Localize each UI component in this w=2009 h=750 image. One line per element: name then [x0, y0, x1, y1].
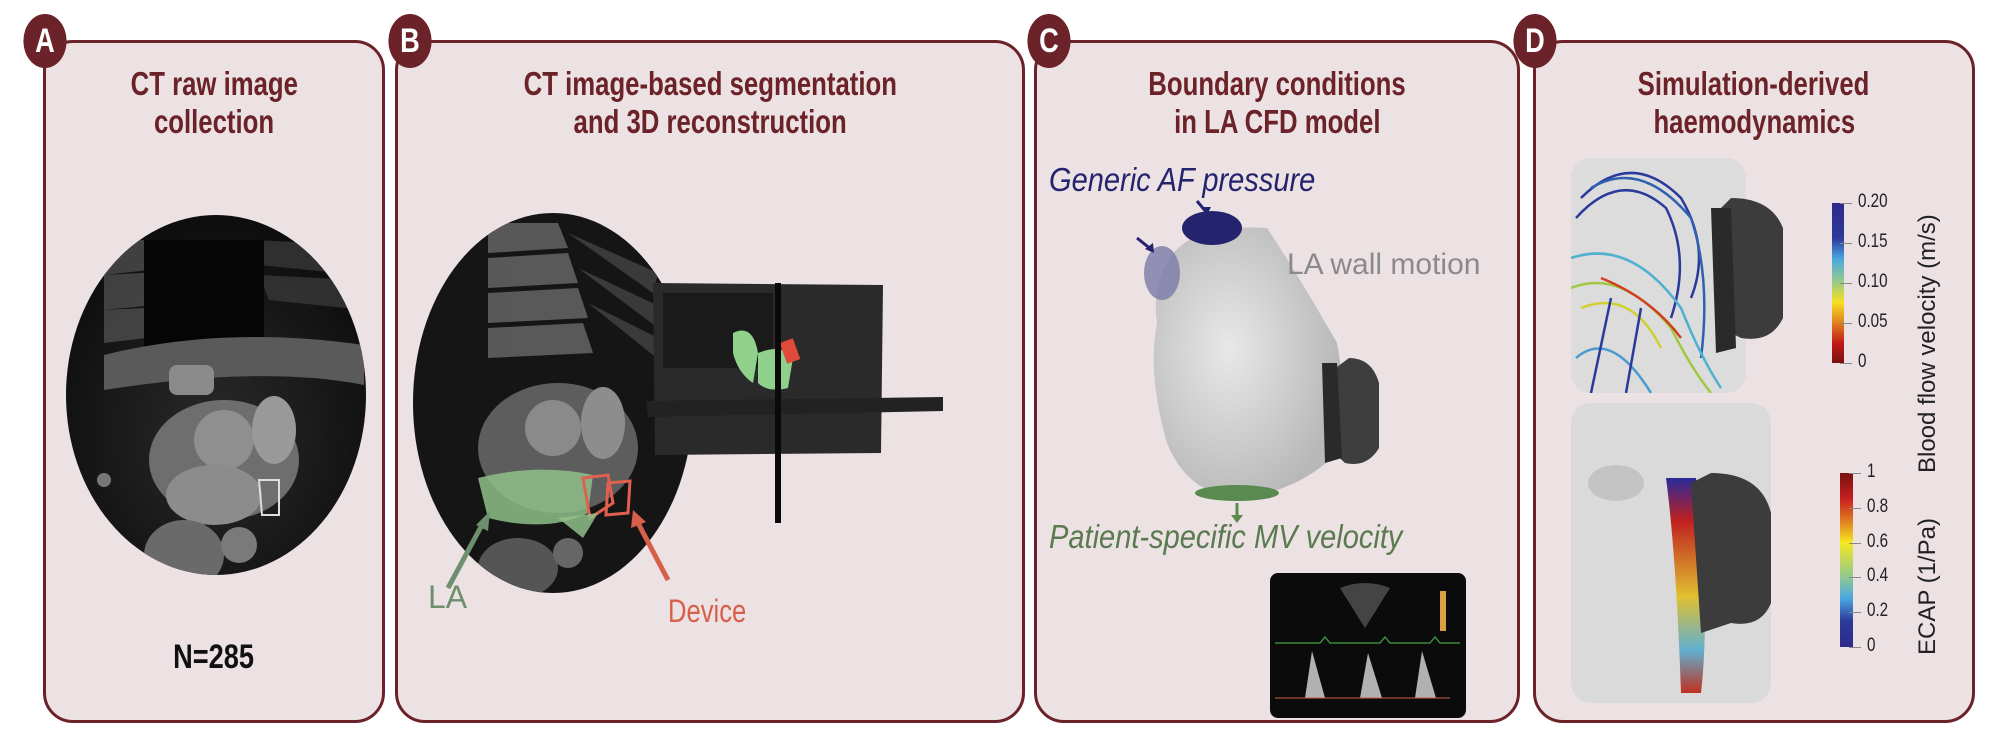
ecap-colorbar: [1840, 473, 1853, 647]
velocity-tick-label: 0.10: [1858, 271, 1888, 292]
panel-a-title: CT raw image collection: [46, 65, 382, 141]
ecap-tick-label: 0.2: [1867, 600, 1889, 622]
inlet-pressure-label: Generic AF pressure: [1049, 161, 1316, 198]
panel-c-title: Boundary conditions in LA CFD model: [1037, 65, 1517, 141]
velocity-tick-label: 0: [1858, 351, 1867, 372]
ecap-tick-label: 0.8: [1867, 495, 1889, 517]
panel-b-title: CT image-based segmentation and 3D recon…: [398, 65, 1022, 141]
panel-a-badge: A: [23, 14, 67, 68]
velocity-tick-mark: [1840, 323, 1852, 324]
panel-c-title-line2: in LA CFD model: [1173, 103, 1381, 140]
velocity-tick-mark: [1840, 203, 1852, 204]
ecap-tick-mark: [1849, 647, 1861, 648]
ecap-image: [1571, 403, 1771, 703]
3d-reconstruction-image: [646, 283, 943, 523]
panel-d-title-line2: haemodynamics: [1653, 103, 1855, 140]
panel-b-title-line2: and 3D reconstruction: [573, 103, 847, 140]
panel-d-title: Simulation-derived haemodynamics: [1536, 65, 1972, 141]
velocity-tick-label: 0.15: [1858, 231, 1888, 252]
panel-b-badge: B: [388, 14, 432, 68]
la-arrow-icon: [445, 511, 490, 590]
velocity-tick-mark: [1840, 363, 1852, 364]
la-label: LA: [428, 579, 468, 615]
ecap-tick-label: 1: [1867, 461, 1876, 482]
ecap-tick-label: 0: [1867, 635, 1876, 656]
panel-d-badge: D: [1513, 14, 1557, 68]
inlet-arrow-icon: [1201, 207, 1211, 215]
ecap-colorbar-title: ECAP (1/Pa): [1914, 518, 1941, 655]
panel-c-badge: C: [1027, 14, 1071, 68]
panel-c-title-line1: Boundary conditions: [1148, 65, 1406, 102]
velocity-tick-mark: [1840, 283, 1852, 284]
ecap-tick-mark: [1849, 542, 1861, 544]
wall-motion-label: LA wall motion: [1287, 248, 1481, 281]
panel-b: CT image-based segmentation and 3D recon…: [395, 40, 1025, 723]
velocity-colorbar-title: Blood flow velocity (m/s): [1914, 214, 1941, 473]
ecap-tick-mark: [1849, 473, 1861, 474]
panel-a-title-line2: collection: [153, 103, 275, 140]
ecap-tick-mark: [1849, 507, 1861, 509]
panel-a-title-line1: CT raw image: [130, 65, 298, 102]
echo-doppler-image: [1270, 573, 1466, 718]
ecap-tick-mark: [1849, 612, 1861, 614]
panel-c: Boundary conditions in LA CFD model Gene…: [1034, 40, 1520, 723]
ct-raw-image: [66, 215, 366, 575]
la-cfd-model: [1136, 200, 1379, 523]
ecap-tick-label: 0.6: [1867, 530, 1889, 552]
device-label: Device: [668, 593, 747, 629]
ecap-tick-label: 0.4: [1867, 565, 1889, 587]
velocity-tick-mark: [1840, 243, 1852, 244]
panel-d-title-line1: Simulation-derived: [1638, 65, 1870, 102]
sample-count: N=285: [173, 638, 255, 676]
ecap-tick-mark: [1849, 577, 1861, 579]
outlet-velocity-label: Patient-specific MV velocity: [1049, 518, 1403, 555]
velocity-tick-label: 0.20: [1858, 191, 1888, 212]
device-arrow-icon: [631, 510, 671, 582]
panel-b-title-line1: CT image-based segmentation: [523, 65, 897, 102]
panel-a: CT raw image collection N=285: [43, 40, 385, 723]
streamlines-image: [1571, 158, 1783, 393]
velocity-tick-label: 0.05: [1858, 311, 1888, 332]
